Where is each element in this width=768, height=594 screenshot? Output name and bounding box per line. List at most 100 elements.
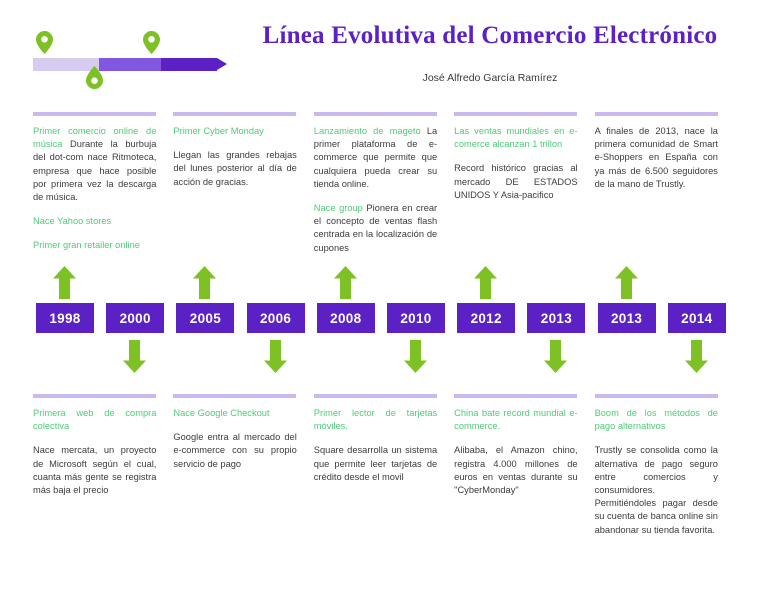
column-divider-rule bbox=[454, 112, 578, 116]
event-paragraph: China bate record mundial e-commerce. bbox=[454, 407, 577, 433]
event-paragraph: Square desarrolla un sistema que permite… bbox=[314, 444, 437, 484]
year-badge[interactable]: 2008 bbox=[316, 303, 375, 333]
event-paragraph: Primer lector de tarjetas móviles. bbox=[314, 407, 437, 433]
event-body-text: La primer plataforma de e-commerce que p… bbox=[313, 126, 438, 189]
event-body-text: Trustly se consolida como la alternativa… bbox=[594, 445, 718, 535]
year-badge[interactable]: 2010 bbox=[387, 303, 445, 333]
event-paragraph: Las ventas mundiales en e-comerce alcanz… bbox=[454, 125, 577, 151]
year-badge[interactable]: 2005 bbox=[176, 303, 235, 333]
progress-segment-dark bbox=[161, 58, 217, 71]
event-body-text: Durante la burbuja del dot-com nace Ritm… bbox=[33, 139, 157, 203]
event-headline: Primer Cyber Monday bbox=[173, 126, 264, 136]
column-divider-rule bbox=[594, 394, 718, 398]
timeline-cell: 2010 bbox=[384, 262, 454, 387]
timeline-cell: 2000 bbox=[103, 262, 173, 387]
event-paragraph: Record histórico gracias al mercado DE E… bbox=[454, 162, 577, 202]
year-badge[interactable]: 1998 bbox=[36, 303, 94, 333]
timeline-cell: 2013 bbox=[595, 262, 665, 387]
event-headline: Primera web de compra colectiva bbox=[33, 408, 157, 432]
event-headline: Boom de los métodos de pago alternativos bbox=[594, 408, 718, 432]
event-paragraph: Nace group Pionera en crear el concepto … bbox=[314, 202, 437, 255]
timeline-cell: 2006 bbox=[244, 262, 314, 387]
progress-segment-medium bbox=[99, 58, 161, 71]
year-badge[interactable]: 2013 bbox=[597, 303, 656, 333]
event-body-text: Google entra al mercado del e-commerce c… bbox=[173, 432, 297, 469]
event-column: Lanzamiento de mageto La primer platafor… bbox=[313, 112, 454, 255]
event-paragraph: Primer gran retailer online bbox=[33, 239, 156, 252]
arrow-up-icon bbox=[53, 266, 76, 299]
arrow-down-icon bbox=[263, 340, 287, 373]
event-headline: China bate record mundial e-commerce. bbox=[454, 408, 578, 432]
event-headline: Primer comercio online de música bbox=[33, 126, 157, 150]
timeline-cell: 2012 bbox=[454, 262, 524, 387]
column-divider-rule bbox=[594, 112, 718, 116]
column-divider-rule bbox=[313, 394, 437, 398]
timeline-cell: 1998 bbox=[33, 262, 103, 387]
arrow-down-icon bbox=[404, 340, 427, 373]
event-paragraph: Nace mercata, un proyecto de Microsoft s… bbox=[33, 444, 156, 497]
event-body-text: Pionera en crear el concepto de ventas f… bbox=[313, 203, 438, 253]
event-column: China bate record mundial e-commerce. Ali… bbox=[454, 394, 594, 537]
map-pin-icon-1 bbox=[36, 31, 53, 54]
column-divider-rule bbox=[33, 394, 156, 398]
event-column: Primer lector de tarjetas móviles. Square… bbox=[313, 394, 454, 537]
event-column: Boom de los métodos de pago alternativos… bbox=[594, 394, 735, 537]
event-headline: Primer lector de tarjetas móviles. bbox=[313, 408, 438, 432]
event-paragraph: Nace Yahoo stores bbox=[33, 215, 156, 228]
timeline-row: 1998 2000 2005 2006 2008 2010 2012 2013 2013 2014 bbox=[33, 262, 735, 387]
event-paragraph: Alibaba, el Amazon chino, registra 4.000… bbox=[454, 444, 577, 497]
column-divider-rule bbox=[173, 394, 297, 398]
event-headline: Nace Yahoo stores bbox=[33, 216, 112, 227]
event-headline: Las ventas mundiales en e-comerce alcanz… bbox=[454, 126, 578, 150]
map-pin-icon-2 bbox=[86, 66, 103, 89]
year-badge[interactable]: 2000 bbox=[106, 303, 165, 333]
progress-segment-light bbox=[33, 58, 99, 71]
year-badge[interactable]: 2014 bbox=[667, 303, 726, 333]
event-column: Primer comercio online de música Durante… bbox=[33, 112, 173, 255]
author-name: José Alfredo García Ramírez bbox=[422, 72, 558, 84]
event-paragraph: Google entra al mercado del e-commerce c… bbox=[173, 431, 296, 471]
event-headline: Primer gran retailer online bbox=[33, 240, 140, 251]
event-body-text: Record histórico gracias al mercado DE E… bbox=[454, 163, 578, 200]
arrow-down-icon bbox=[684, 340, 708, 373]
progress-arrow-tip bbox=[217, 58, 227, 70]
event-body-text: Square desarrolla un sistema que permite… bbox=[313, 445, 438, 482]
year-badge[interactable]: 2006 bbox=[246, 303, 305, 333]
event-body-text: Nace mercata, un proyecto de Microsoft s… bbox=[33, 445, 157, 496]
column-divider-rule bbox=[173, 112, 297, 116]
event-headline: Nace group bbox=[313, 203, 363, 214]
event-paragraph: Lanzamiento de mageto La primer platafor… bbox=[314, 125, 437, 191]
event-paragraph: Primera web de compra colectiva bbox=[33, 407, 156, 433]
arrow-up-icon bbox=[474, 266, 498, 299]
page-header: Línea Evolutiva del Comercio Electrónico… bbox=[0, 0, 768, 105]
event-paragraph: Trustly se consolida como la alternativa… bbox=[595, 444, 718, 536]
arrow-up-icon bbox=[333, 266, 357, 299]
map-pin-icon-3 bbox=[143, 31, 160, 54]
arrow-up-icon bbox=[193, 266, 217, 299]
timeline-cell: 2005 bbox=[173, 262, 243, 387]
arrow-down-icon bbox=[544, 340, 568, 373]
event-headline: Lanzamiento de mageto bbox=[313, 126, 421, 136]
event-column: A finales de 2013, nace la primera comun… bbox=[594, 112, 735, 255]
progress-bar-graphic bbox=[33, 58, 227, 71]
year-badge[interactable]: 2013 bbox=[527, 303, 586, 333]
column-divider-rule bbox=[313, 112, 437, 116]
event-body-text: Llegan las grandes rebajas del lunes pos… bbox=[173, 150, 297, 187]
event-paragraph: Primer comercio online de música Durante… bbox=[33, 125, 156, 204]
timeline-cell: 2008 bbox=[314, 262, 384, 387]
event-paragraph: A finales de 2013, nace la primera comun… bbox=[595, 125, 718, 191]
event-paragraph: Boom de los métodos de pago alternativos bbox=[595, 407, 718, 433]
year-badge[interactable]: 2012 bbox=[457, 303, 516, 333]
event-body-text: Alibaba, el Amazon chino, registra 4.000… bbox=[454, 445, 578, 496]
event-paragraph: Llegan las grandes rebajas del lunes pos… bbox=[173, 149, 296, 189]
timeline-cell: 2013 bbox=[524, 262, 594, 387]
event-headline: Nace Google Checkout bbox=[173, 408, 270, 418]
arrow-down-icon bbox=[123, 340, 147, 373]
arrow-up-icon bbox=[614, 266, 638, 299]
top-event-columns: Primer comercio online de música Durante… bbox=[33, 112, 735, 255]
event-column: Las ventas mundiales en e-comerce alcanz… bbox=[454, 112, 594, 255]
